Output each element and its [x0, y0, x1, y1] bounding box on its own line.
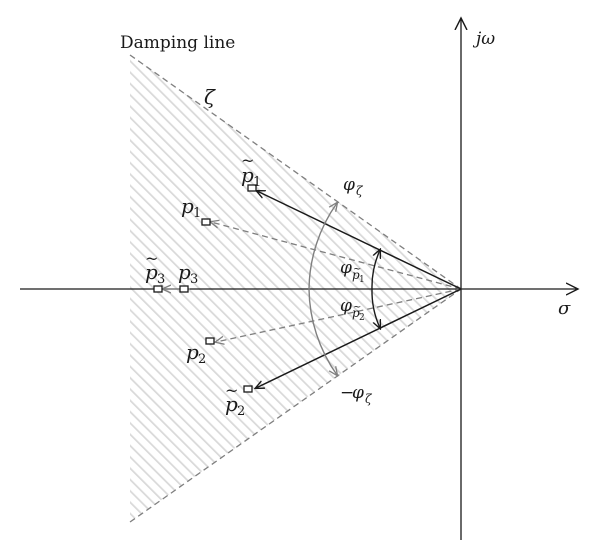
pole-p2 [205, 337, 215, 345]
label-p2-tilde: ~ p 2 [225, 381, 245, 419]
damping-line-label: Damping line [120, 33, 235, 53]
phi-zeta-sub: ζ [356, 184, 364, 198]
phi-symbol: φ [340, 258, 352, 278]
pole-letter: p [241, 163, 254, 187]
pole-p3 [179, 285, 189, 293]
phi-symbol: φ [340, 296, 352, 316]
tilde: ~ [353, 264, 361, 275]
pole-index: 3 [190, 272, 198, 287]
phi-p2-arc [371, 288, 380, 328]
zeta-label: ζ [204, 85, 216, 109]
phi-p2-label: φ p ~ 2 [340, 296, 365, 323]
pole-p1 [201, 218, 211, 226]
pole-index: 2 [198, 352, 206, 367]
arrow-to-p2 [216, 288, 462, 342]
pole-p1-tilde [247, 184, 257, 192]
arrow-to-p2-tilde [256, 288, 462, 388]
phi-symbol: φ [352, 383, 364, 403]
pole-p3-tilde [153, 285, 163, 293]
tilde: ~ [225, 381, 238, 400]
damping-line-lower [129, 288, 462, 523]
phi-zeta-arc [308, 203, 337, 290]
label-p2: p 2 [186, 340, 206, 367]
neg-phi-zeta-sub: ζ [365, 392, 373, 406]
phi-p2-sub: p [352, 306, 360, 320]
damping-line-upper [129, 54, 462, 290]
phi-p2-sub-index: 2 [359, 313, 365, 323]
imag-axis-label: jω [472, 29, 495, 49]
pole-letter: p [181, 194, 194, 218]
label-p1-tilde: ~ p 1 [241, 151, 261, 190]
phi-p1-sub: p [352, 268, 360, 282]
phi-p1-label: φ p ~ 1 [340, 258, 365, 285]
pole-letter: p [186, 340, 199, 364]
neg-sign: − [340, 383, 354, 403]
pole-index: 3 [157, 272, 165, 287]
pole-p2-tilde [243, 385, 253, 393]
phi-p1-sub-index: 1 [359, 275, 365, 285]
real-axis-label: σ [558, 298, 571, 319]
pole-index: 1 [193, 206, 201, 221]
phi-p1-arc [371, 250, 380, 290]
label-p3: p 3 [178, 260, 198, 287]
phi-symbol: φ [343, 175, 355, 195]
pole-letter: p [225, 392, 238, 416]
tilde: ~ [353, 302, 361, 313]
label-p3-tilde: ~ p 3 [145, 249, 165, 287]
arrow-to-p1 [211, 222, 462, 290]
tilde: ~ [241, 151, 254, 170]
pole-index: 2 [237, 404, 245, 419]
pole-letter: p [178, 260, 191, 284]
neg-phi-zeta-arc [308, 288, 337, 375]
label-p1: p 1 [181, 194, 201, 221]
neg-phi-zeta-label: − φ ζ [340, 383, 373, 406]
pole-index: 1 [253, 175, 261, 190]
pole-letter: p [145, 260, 158, 284]
tilde: ~ [145, 249, 158, 268]
phi-zeta-label: φ ζ [343, 175, 364, 198]
arrow-to-p1-tilde [257, 191, 462, 290]
